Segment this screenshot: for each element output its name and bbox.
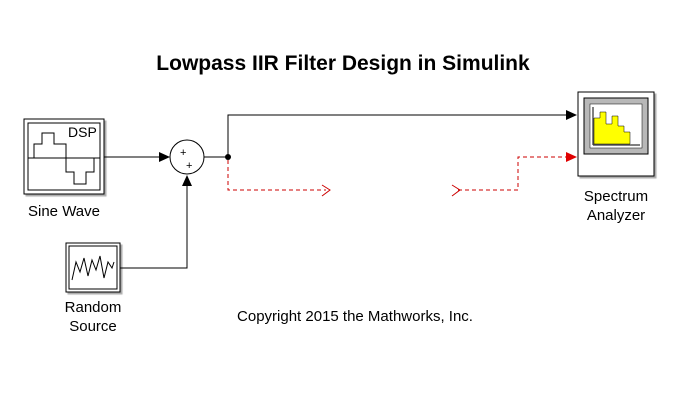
- arrow-head-icon: [159, 152, 170, 162]
- signal-lines: [104, 110, 577, 269]
- sine-wave-label: Sine Wave: [28, 203, 100, 220]
- random-signal-icon: [71, 255, 115, 281]
- diagram-title: Lowpass IIR Filter Design in Simulink: [156, 52, 530, 75]
- spectrum-analyzer-label-line1: Spectrum: [583, 188, 649, 205]
- random-source-block[interactable]: [65, 242, 121, 293]
- sum-block[interactable]: + +: [169, 139, 205, 175]
- unconnected-lines: [227, 152, 577, 197]
- spectrum-display-icon: [589, 103, 643, 149]
- arrow-head-icon: [566, 110, 577, 120]
- sum-sign-bottom: +: [186, 160, 192, 172]
- sum-sign-top: +: [180, 147, 186, 159]
- sine-wave-icon: [33, 132, 95, 185]
- arrow-head-icon: [566, 152, 577, 162]
- dsp-badge: DSP: [68, 124, 97, 140]
- arrow-head-icon: [182, 175, 192, 186]
- spectrum-analyzer-label-line2: Analyzer: [586, 207, 646, 224]
- random-source-label-line2: Source: [69, 318, 117, 335]
- spectrum-analyzer-block[interactable]: [577, 91, 655, 177]
- sine-wave-block[interactable]: DSP: [23, 118, 105, 195]
- copyright-note: Copyright 2015 the Mathworks, Inc.: [237, 308, 473, 325]
- random-source-label-line1: Random: [64, 299, 122, 316]
- open-port-chevron-icon: [321, 184, 331, 197]
